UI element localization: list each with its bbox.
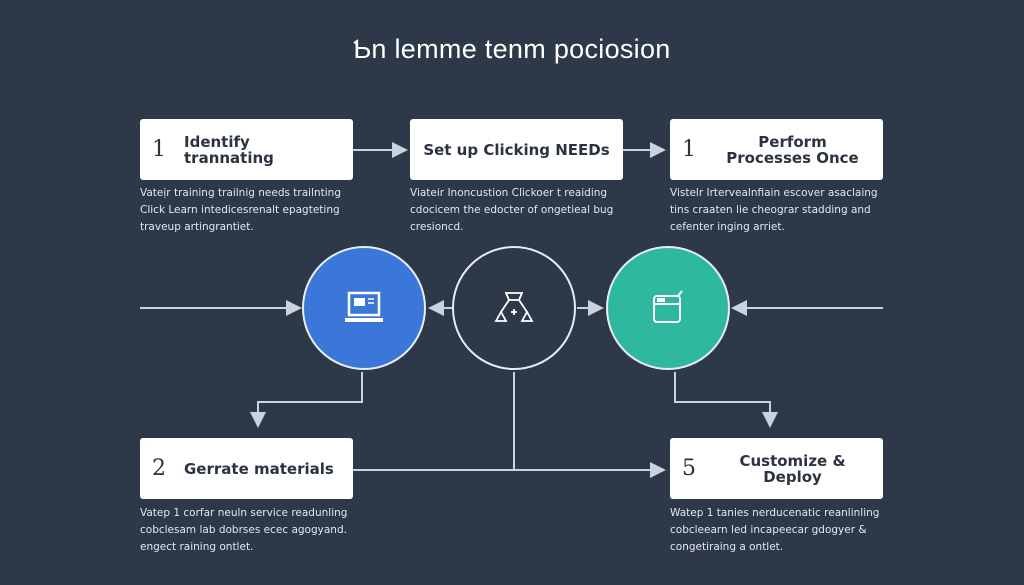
step-label: Identify trannating (184, 132, 274, 167)
flow-icon (494, 292, 534, 322)
step-label: Gerrate materials (184, 459, 334, 478)
step-box-identify[interactable]: 1 Identify trannating (140, 119, 353, 180)
diagram-title: Ƅn lemme tenm pociosion (353, 34, 671, 64)
step-description: Viateir Inoncustion Clickoer t reaiding … (410, 187, 614, 233)
window-icon (653, 290, 683, 323)
node-flow[interactable] (452, 246, 576, 370)
step-description: Vistelr Irtervealnfiain escover asaclain… (670, 187, 878, 233)
node-laptop[interactable] (302, 246, 426, 370)
step-number: 1 (152, 137, 166, 162)
step-box-customize[interactable]: 5 Customize & Deploy (670, 438, 883, 499)
step-label: Perform Processes Once (726, 132, 859, 167)
arrow-teal-step5 (674, 372, 778, 428)
step-box-generate[interactable]: 2 Gerrate materials (140, 438, 353, 499)
laptop-icon (345, 291, 383, 322)
step-description: Watep 1 tanies nerducenatic reanlinling … (670, 507, 880, 553)
step-number: 5 (682, 456, 696, 481)
step-label: Customize & Deploy (739, 451, 846, 486)
node-window[interactable] (606, 246, 730, 370)
step-description: Vatep 1 corfar neuln service readunling … (140, 507, 348, 553)
step-box-perform[interactable]: 1 Perform Processes Once (670, 119, 883, 180)
step-number: 2 (152, 456, 166, 481)
step-description: Vateịr training trailnig needs trailntin… (140, 187, 342, 233)
step-label: Set up Clicking NEEDs (423, 140, 610, 159)
arrow-blue-step4 (250, 372, 363, 428)
step-box-setup[interactable]: Set up Clicking NEEDs (410, 119, 623, 180)
step-number: 1 (682, 137, 696, 162)
